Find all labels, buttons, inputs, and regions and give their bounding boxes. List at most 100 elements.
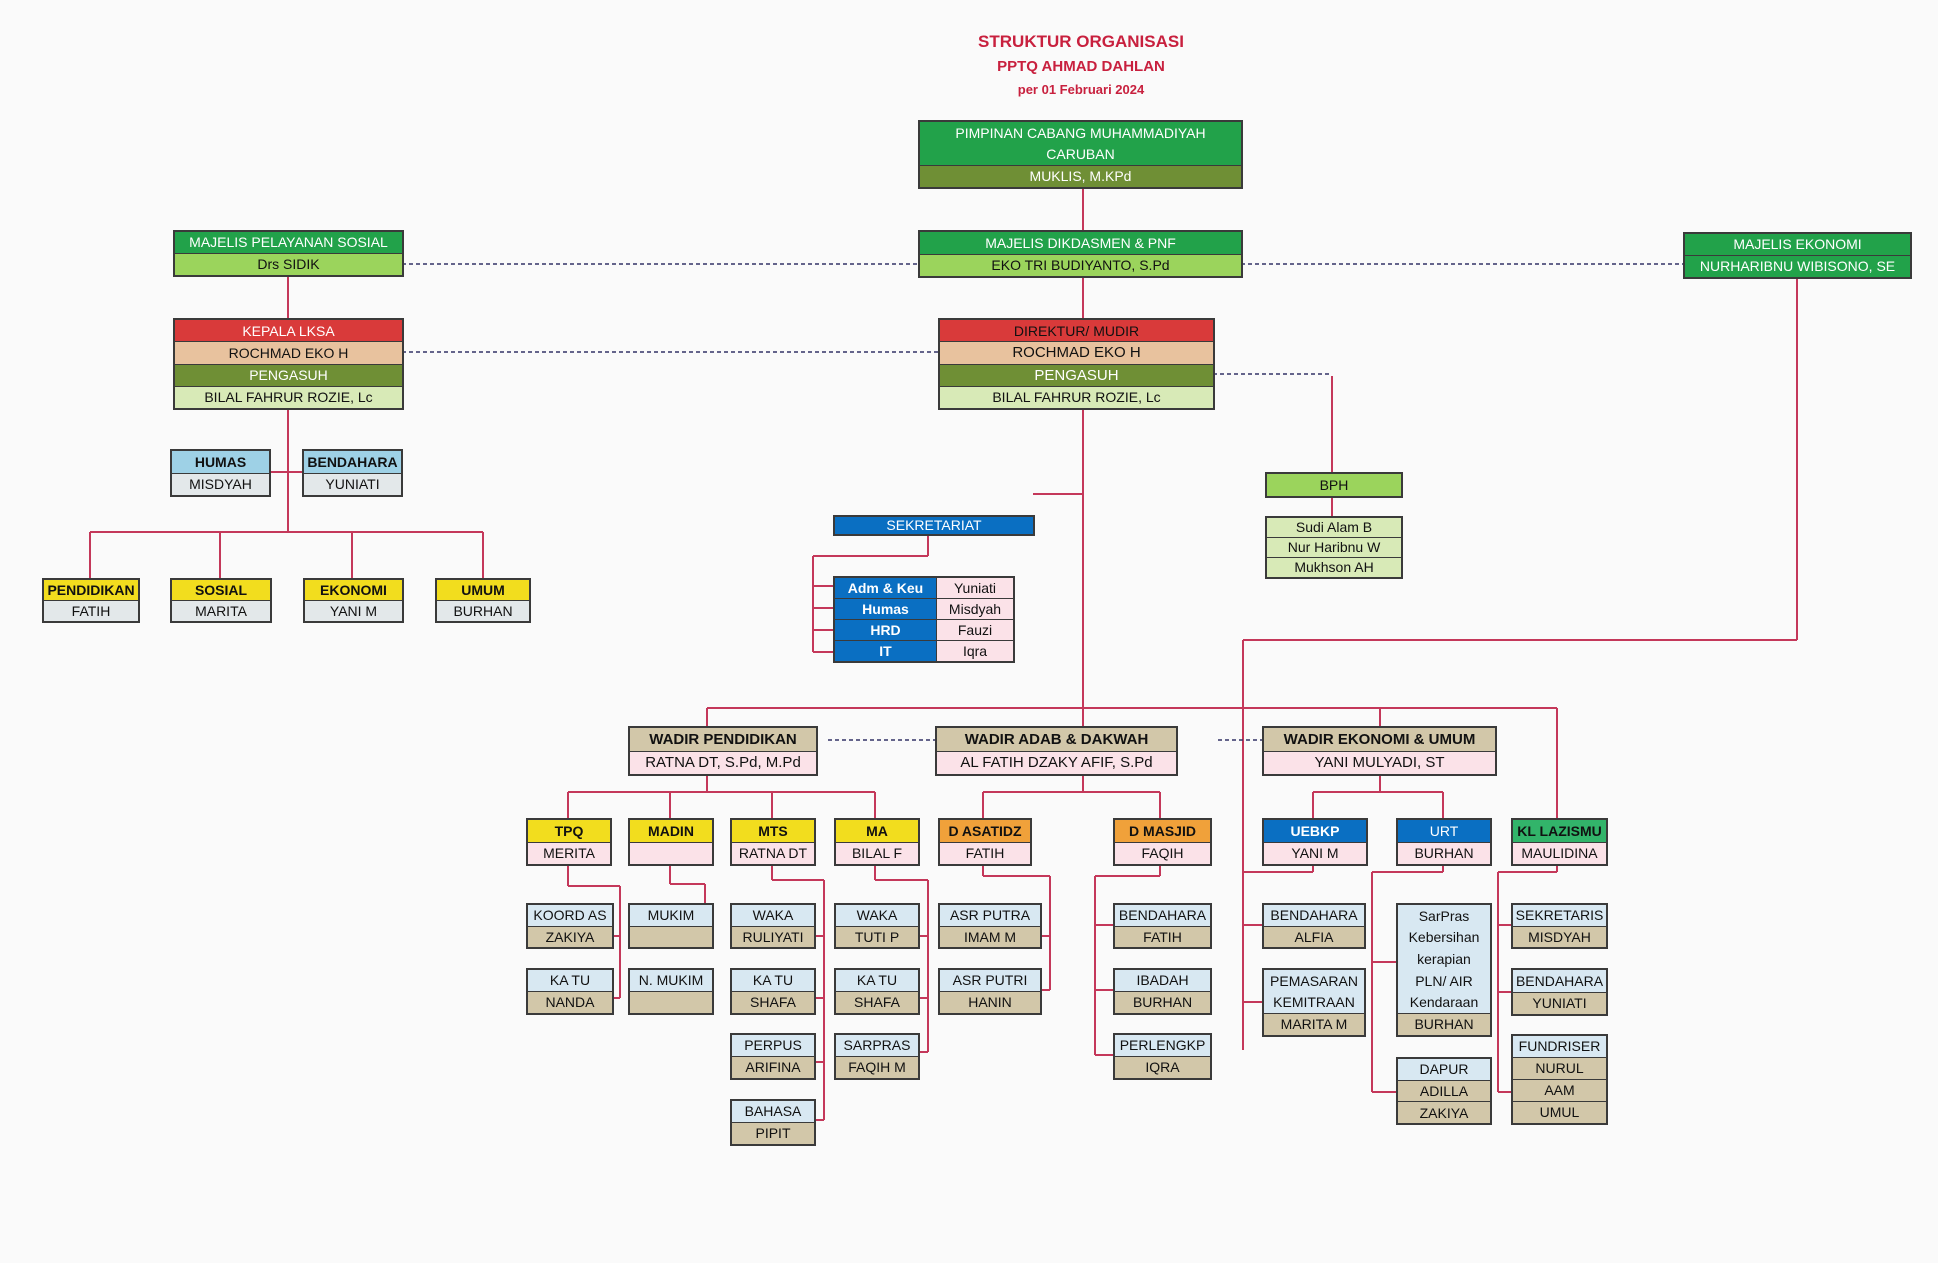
kepala-lksa-name: ROCHMAD EKO H <box>175 342 402 365</box>
sekretariat-title-box: SEKRETARIAT <box>833 515 1035 536</box>
kepala-lksa-box: KEPALA LKSA ROCHMAD EKO H PENGASUH BILAL… <box>173 318 404 410</box>
lksa-bendahara-title: BENDAHARA <box>304 451 401 474</box>
sarpras-ma-title: SARPRAS <box>836 1035 918 1057</box>
lksa-pendidikan-name: FATIH <box>44 601 138 621</box>
unit-ma-box: MA BILAL F <box>834 818 920 866</box>
unit-masjid-name: FAQIH <box>1115 842 1210 864</box>
bph-title: BPH <box>1267 474 1401 496</box>
sekretaris-name: MISDYAH <box>1513 926 1606 947</box>
wadir-pendidikan-title: WADIR PENDIDIKAN <box>630 728 816 752</box>
unit-uebkp-box: UEBKP YANI M <box>1262 818 1368 866</box>
lksa-umum-name: BURHAN <box>437 601 529 621</box>
perpus-box: PERPUS ARIFINA <box>730 1033 816 1080</box>
unit-asatidz-box: D ASATIDZ FATIH <box>938 818 1032 866</box>
unit-asatidz-title: D ASATIDZ <box>940 820 1030 843</box>
bahasa-name: PIPIT <box>732 1123 814 1144</box>
unit-mts-name: RATNA DT <box>732 842 814 864</box>
unit-uebkp-name: YANI M <box>1264 842 1366 864</box>
wadir-pendidikan-name: RATNA DT, S.Pd, M.Pd <box>630 751 816 774</box>
katu-ma-name: SHAFA <box>836 992 918 1013</box>
dikdasmen-name: EKO TRI BUDIYANTO, S.Pd <box>920 254 1241 276</box>
katu-mts-title: KA TU <box>732 970 814 992</box>
perpus-title: PERPUS <box>732 1035 814 1057</box>
lksa-ekonomi-title: EKONOMI <box>305 580 402 601</box>
unit-masjid-title: D MASJID <box>1115 820 1210 843</box>
fundriser-name: NURUL <box>1513 1058 1606 1080</box>
sekretariat-title: SEKRETARIAT <box>835 517 1033 534</box>
waka-ma-name: TUTI P <box>836 926 918 947</box>
lksa-umum-box: UMUM BURHAN <box>435 578 531 623</box>
direktur-box: DIREKTUR/ MUDIR ROCHMAD EKO H PENGASUH B… <box>938 318 1215 410</box>
bendahara-lazismu-title: BENDAHARA <box>1513 970 1606 993</box>
unit-lazismu-box: KL LAZISMU MAULIDINA <box>1511 818 1608 866</box>
fundriser-box: FUNDRISER NURUL AAM UMUL <box>1511 1034 1608 1125</box>
unit-lazismu-name: MAULIDINA <box>1513 842 1606 864</box>
unit-tpq-box: TPQ MERITA <box>526 818 612 866</box>
n-mukim-box: N. MUKIM <box>628 968 714 1015</box>
sekretariat-person: Yuniati <box>937 578 1013 599</box>
majelis-pelayanan-sosial-box: MAJELIS PELAYANAN SOSIAL Drs SIDIK <box>173 230 404 277</box>
fundriser-name: UMUL <box>1513 1102 1606 1123</box>
sekretariat-role: IT <box>835 641 937 661</box>
koord-as-title: KOORD AS <box>528 905 612 927</box>
wadir-ekonomi-title: WADIR EKONOMI & UMUM <box>1264 728 1495 752</box>
sekretaris-title: SEKRETARIS <box>1513 905 1606 927</box>
sekretariat-person: Fauzi <box>937 620 1013 641</box>
asr-putra-box: ASR PUTRA IMAM M <box>938 903 1042 949</box>
sarpras-urt-line: Kendaraan <box>1409 994 1479 1011</box>
bendahara-masjid-title: BENDAHARA <box>1115 905 1210 927</box>
lksa-humas-name: MISDYAH <box>172 473 269 495</box>
ekonomi-majelis-name: NURHARIBNU WIBISONO, SE <box>1685 256 1910 277</box>
unit-madin-box: MADIN <box>628 818 714 866</box>
bendahara-masjid-box: BENDAHARA FATIH <box>1113 903 1212 949</box>
koord-as-box: KOORD AS ZAKIYA <box>526 903 614 949</box>
dapur-name: ZAKIYA <box>1398 1102 1490 1124</box>
lksa-pengasuh-name: BILAL FAHRUR ROZIE, Lc <box>175 386 402 408</box>
bahasa-box: BAHASA PIPIT <box>730 1099 816 1146</box>
bph-members-box: Sudi Alam B Nur Haribnu W Mukhson AH <box>1265 516 1403 579</box>
bendahara-lazismu-name: YUNIATI <box>1513 992 1606 1014</box>
direktur-title: DIREKTUR/ MUDIR <box>940 320 1213 343</box>
unit-ma-title: MA <box>836 820 918 843</box>
asr-putri-name: HANIN <box>940 992 1040 1013</box>
sarpras-urt-line: SarPras <box>1418 907 1470 924</box>
bph-member: Mukhson AH <box>1267 558 1401 577</box>
unit-mts-title: MTS <box>732 820 814 843</box>
lksa-humas-title: HUMAS <box>172 451 269 474</box>
lksa-umum-title: UMUM <box>437 580 529 601</box>
n-mukim-title: N. MUKIM <box>630 970 712 992</box>
katu-mts-box: KA TU SHAFA <box>730 968 816 1015</box>
n-mukim-name <box>630 992 712 1013</box>
dapur-box: DAPUR ADILLA ZAKIYA <box>1396 1057 1492 1125</box>
bendahara-masjid-name: FATIH <box>1115 926 1210 947</box>
mukim-name <box>630 926 712 947</box>
dapur-title: DAPUR <box>1398 1059 1490 1081</box>
majelis-ekonomi-box: MAJELIS EKONOMI NURHARIBNU WIBISONO, SE <box>1683 232 1912 279</box>
bendahara-lazismu-box: BENDAHARA YUNIATI <box>1511 968 1608 1016</box>
sekretariat-person: Iqra <box>937 641 1013 661</box>
pemasaran-title-2: KEMITRAAN <box>1264 991 1364 1014</box>
unit-urt-name: BURHAN <box>1398 842 1490 864</box>
mukim-box: MUKIM <box>628 903 714 949</box>
pcm-title-2: CARUBAN <box>920 143 1241 166</box>
asr-putra-title: ASR PUTRA <box>940 905 1040 927</box>
bph-member: Nur Haribnu W <box>1267 538 1401 558</box>
sosial-majelis-title: MAJELIS PELAYANAN SOSIAL <box>175 232 402 254</box>
kepala-lksa-title: KEPALA LKSA <box>175 320 402 343</box>
sarpras-ma-name: FAQIH M <box>836 1057 918 1078</box>
asr-putri-box: ASR PUTRI HANIN <box>938 968 1042 1015</box>
perlengkp-name: IQRA <box>1115 1057 1210 1078</box>
sekretariat-role: HRD <box>835 620 937 641</box>
sekretariat-table: Adm & Keu Yuniati Humas Misdyah HRD Fauz… <box>833 576 1015 663</box>
fundriser-name: AAM <box>1513 1080 1606 1102</box>
pemasaran-name: MARITA M <box>1264 1013 1364 1035</box>
waka-ma-box: WAKA TUTI P <box>834 903 920 949</box>
lksa-humas-box: HUMAS MISDYAH <box>170 449 271 497</box>
sekretaris-box: SEKRETARIS MISDYAH <box>1511 903 1608 949</box>
wadir-adab-title: WADIR ADAB & DAKWAH <box>937 728 1176 752</box>
asr-putra-name: IMAM M <box>940 926 1040 947</box>
lksa-ekonomi-box: EKONOMI YANI M <box>303 578 404 623</box>
chart-subtitle: PPTQ AHMAD DAHLAN <box>997 58 1165 75</box>
sekretariat-role: Humas <box>835 599 937 620</box>
